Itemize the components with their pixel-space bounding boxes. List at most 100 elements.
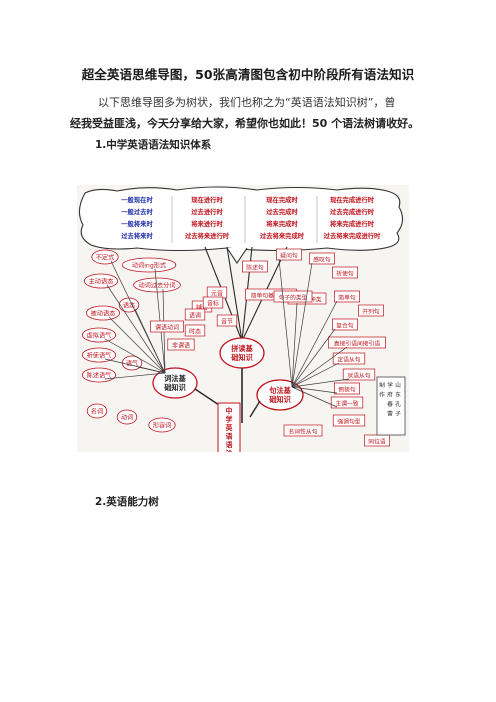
tense-label: 过去将来完成时	[260, 231, 305, 240]
right-node-box	[342, 368, 376, 381]
node-morphology	[152, 367, 198, 399]
intro-line-2: 经我受益匪浅，今天分享给大家，希望你也如此！50 个语法树请收好。	[70, 117, 420, 130]
mindmap-branch	[278, 258, 293, 388]
right-node-label: 状语从句	[347, 371, 370, 379]
tense-cloud	[78, 186, 404, 252]
left-node-bubble	[81, 327, 117, 343]
middle-node-label: 元音	[211, 289, 223, 297]
right-node-box	[309, 252, 335, 265]
middle-node-label: 音标	[207, 299, 219, 307]
tense-label: 现在完成进行时	[330, 195, 375, 204]
author-stamp-box	[376, 376, 406, 436]
node-trunk-label: 语	[226, 432, 233, 441]
right-node-box	[332, 352, 366, 365]
middle-node-label: 非谓语	[172, 341, 190, 349]
intro-paragraph: 以下思维导图多为树状，我们也称之为“英语语法知识树”，曾 经我受益匪浅，今天分享…	[70, 92, 440, 134]
author-stamp-label: 学	[387, 381, 393, 389]
right-node-label: 简单句	[338, 293, 356, 301]
right-node-box	[332, 318, 358, 331]
mindmap-branch	[291, 328, 336, 388]
node-syntax-label: 础知识	[269, 395, 291, 404]
mindmap-branch	[291, 302, 298, 388]
right-node-box	[328, 336, 386, 349]
left-node-label: 不定式	[96, 253, 115, 261]
node-syntax-label: 句法基	[269, 386, 291, 395]
node-trunk-label: 学	[226, 415, 233, 424]
middle-node-label: 时态	[189, 327, 201, 335]
author-stamp-label: 制	[379, 381, 385, 389]
right-node-label: 定语从句	[337, 355, 360, 363]
right-node-label: 疑问句	[280, 251, 298, 259]
right-node-label: 强调句型	[337, 417, 360, 425]
left-node-label: 虚拟语气	[87, 331, 112, 339]
right-node-box	[334, 290, 360, 303]
node-trunk	[217, 402, 241, 452]
node-syntax	[256, 379, 304, 411]
node-morphology-label: 词法基	[164, 374, 186, 383]
tense-label: 将来进行时	[191, 219, 223, 228]
mindmap-branch	[291, 262, 313, 388]
right-node-label: 感叹句	[313, 255, 331, 263]
right-node-label: 句子的类型	[279, 293, 308, 301]
mindmap-branch	[291, 386, 338, 408]
mindmap-drawing: 一般现在时现在进行时现在完成时现在完成进行时一般过去时过去进行时过去完成时过去完…	[78, 186, 406, 452]
intro-line-1: 以下思维导图多为树状，我们也称之为“英语语法知识树”，曾	[98, 96, 396, 109]
middle-node-label: 语调	[189, 311, 201, 319]
section-heading-2: 2.英语能力树	[95, 496, 159, 508]
middle-node-box	[216, 314, 238, 327]
tense-label: 过去进行时	[191, 207, 223, 216]
right-node-box	[332, 266, 358, 279]
mindmap-branch	[291, 362, 340, 388]
left-node-label: 主动语态	[89, 277, 114, 285]
right-node-box	[332, 414, 366, 427]
mindmap-branch	[137, 366, 166, 374]
mindmap-branch	[134, 308, 166, 374]
middle-node-box	[184, 308, 206, 321]
right-node-label: 复合句	[336, 321, 354, 329]
grammar-mindmap-image: 一般现在时现在进行时现在完成时现在完成进行时一般过去时过去进行时过去完成时过去完…	[77, 185, 409, 452]
right-node-label: 倒装句	[338, 385, 356, 393]
middle-node-label: 音节	[221, 317, 233, 325]
middle-node-box	[184, 324, 206, 337]
right-node-box	[276, 248, 302, 261]
left-node-label: 名词	[91, 407, 103, 415]
author-stamp-label: 府	[387, 391, 393, 399]
mindmap-branch	[249, 400, 261, 418]
author-stamp-label: 春	[387, 400, 393, 408]
right-node-box	[273, 290, 313, 303]
tense-label: 将来完成时	[266, 219, 298, 228]
middle-node-box	[167, 338, 195, 351]
tense-label: 过去完成进行时	[330, 207, 375, 216]
tense-cloud-tail	[226, 247, 248, 264]
node-trunk-label: 语	[226, 440, 233, 449]
right-node-box	[358, 304, 384, 317]
tense-label: 将来完成进行时	[330, 219, 375, 228]
mindmap-branch	[226, 246, 243, 342]
left-node-label: 动词ing形式	[132, 261, 166, 269]
left-node-bubble	[116, 409, 138, 425]
author-stamp-label: 子	[395, 411, 401, 418]
mindmap-branch	[104, 338, 166, 374]
left-node-bubble	[121, 257, 177, 273]
tense-label: 过去将来完成进行时	[324, 231, 381, 240]
node-phonics-label: 础知识	[231, 353, 253, 362]
right-node-box	[330, 396, 364, 409]
left-node-bubble	[83, 273, 119, 289]
node-trunk-label: 中	[226, 406, 233, 415]
mindmap-branch	[291, 346, 348, 388]
left-node-bubble	[148, 417, 176, 433]
left-node-label: 形容词	[153, 421, 172, 429]
left-node-bubble	[81, 347, 117, 363]
middle-node-label: 辅音	[196, 303, 208, 311]
tense-label: 过去将来进行时	[185, 231, 230, 240]
tense-label: 现在进行时	[191, 195, 223, 204]
middle-node-label: 谓语动词	[155, 323, 179, 331]
right-node-label: 直接引语间接引语	[334, 339, 381, 347]
tense-label: 过去将来时	[121, 231, 153, 240]
tense-label: 一般过去时	[121, 207, 153, 216]
right-node-label: 陈述句	[246, 263, 264, 271]
left-node-bubble	[86, 403, 108, 419]
mindmap-branch	[106, 284, 166, 374]
section-heading-1: 1.中学英语语法知识体系	[95, 139, 212, 151]
tense-label: 一般将来时	[121, 219, 153, 228]
